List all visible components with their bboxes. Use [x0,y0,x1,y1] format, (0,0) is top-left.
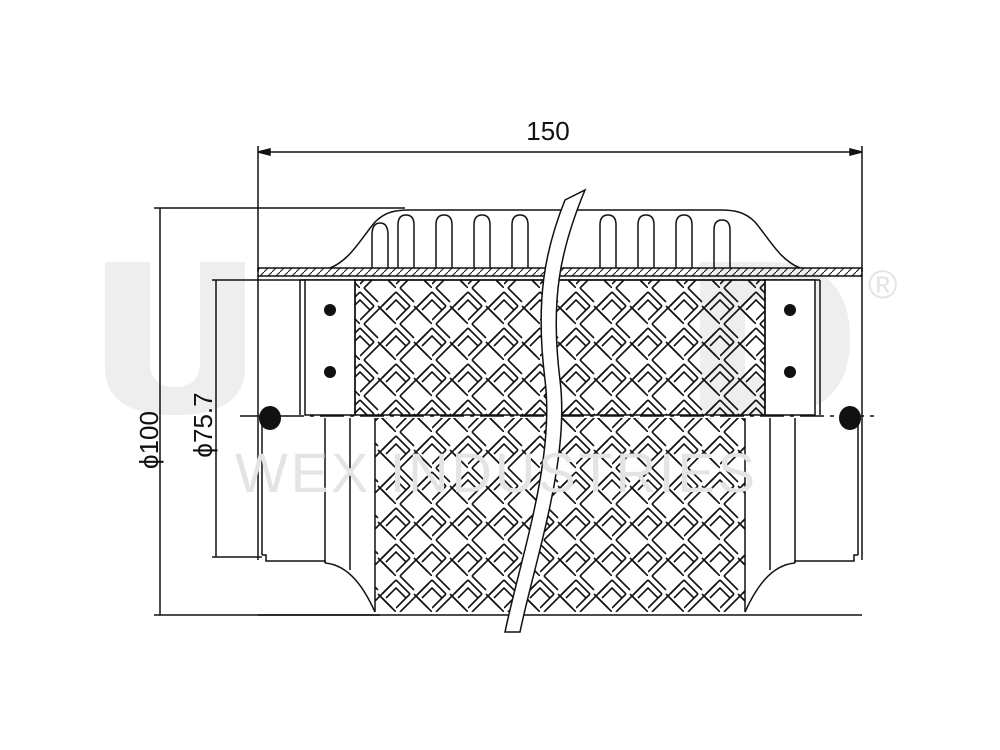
length-dimension [257,146,863,272]
watermark-company: WEX INDUSTRIES [235,441,755,504]
outer-diameter-label: ϕ100 [134,411,164,469]
inner-diameter-label: ϕ75.7 [188,392,218,457]
length-label: 150 [526,116,569,146]
break-line [504,188,587,633]
rivet-dots [259,304,861,430]
registered-mark: ® [868,263,897,307]
